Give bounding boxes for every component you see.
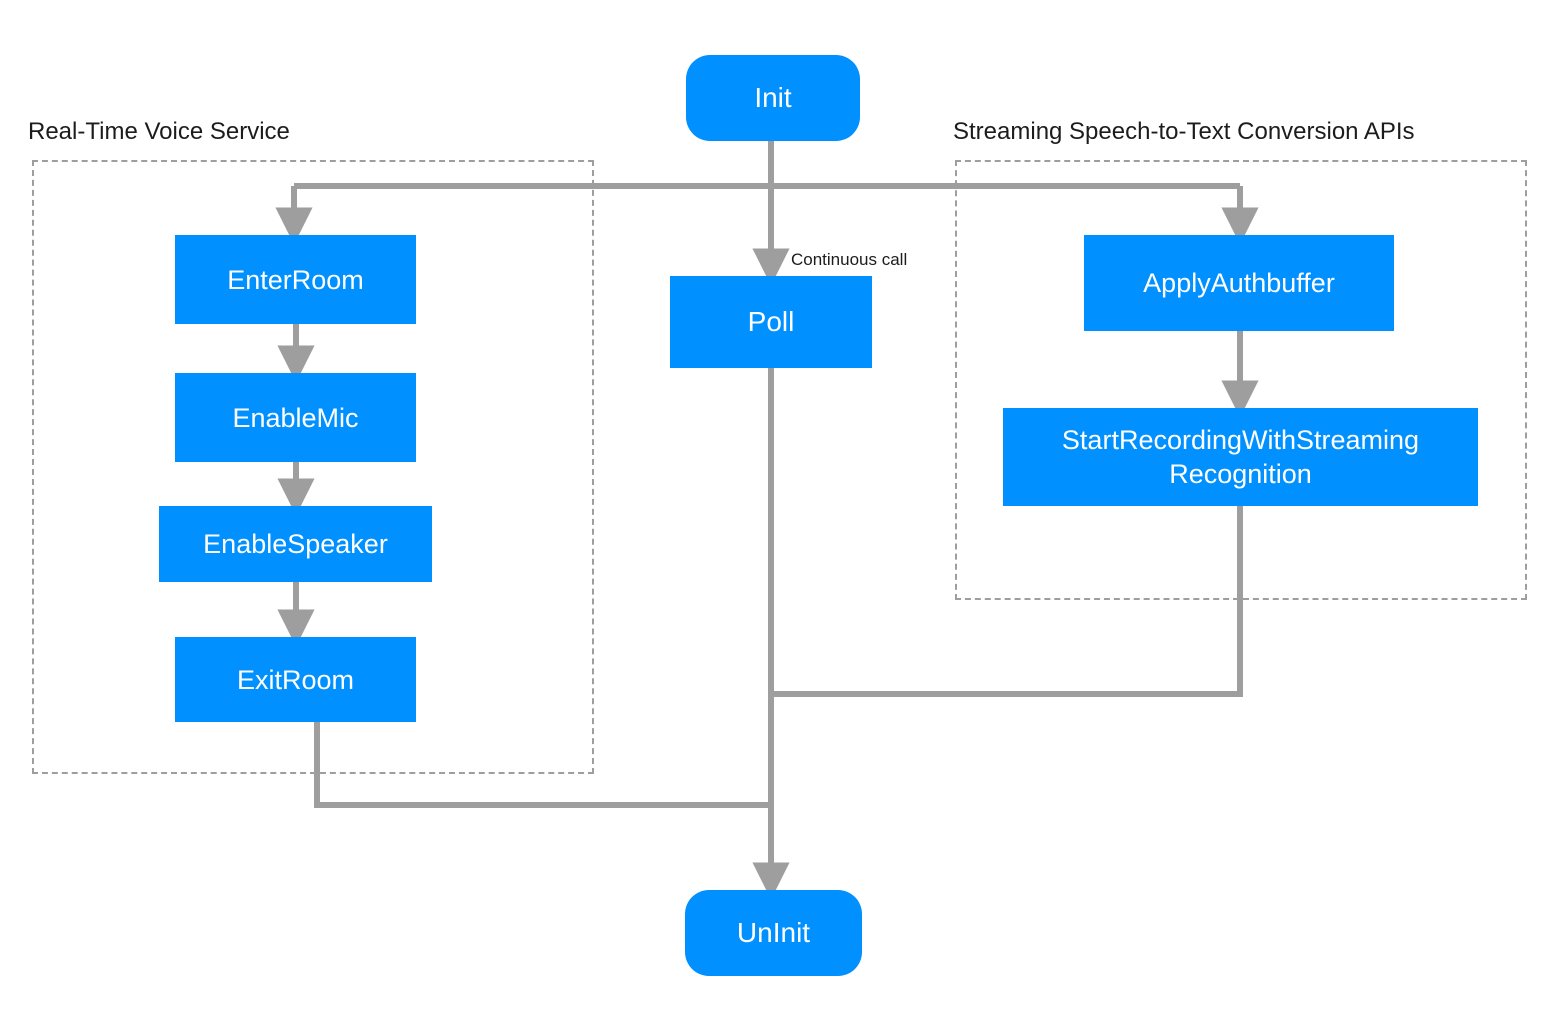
group-title-voice: Real-Time Voice Service <box>28 118 290 145</box>
node-enter-room[interactable]: EnterRoom <box>175 235 416 324</box>
node-init[interactable]: Init <box>686 55 860 141</box>
node-poll[interactable]: Poll <box>670 276 872 368</box>
node-exit-room[interactable]: ExitRoom <box>175 637 416 722</box>
node-enable-mic[interactable]: EnableMic <box>175 373 416 462</box>
group-title-stt: Streaming Speech-to-Text Conversion APIs <box>953 118 1415 145</box>
node-uninit[interactable]: UnInit <box>685 890 862 976</box>
node-apply-authbuffer[interactable]: ApplyAuthbuffer <box>1084 235 1394 331</box>
group-box-stt <box>955 160 1527 600</box>
edge-exit-room-to-trunk <box>314 722 771 808</box>
edge-start-recording-to-trunk <box>771 506 1243 697</box>
group-box-voice <box>32 160 594 774</box>
node-start-recording-with-streaming-recognition[interactable]: StartRecordingWithStreaming Recognition <box>1003 408 1478 506</box>
node-enable-speaker[interactable]: EnableSpeaker <box>159 506 432 582</box>
edge-label-continuous-call: Continuous call <box>791 250 908 269</box>
